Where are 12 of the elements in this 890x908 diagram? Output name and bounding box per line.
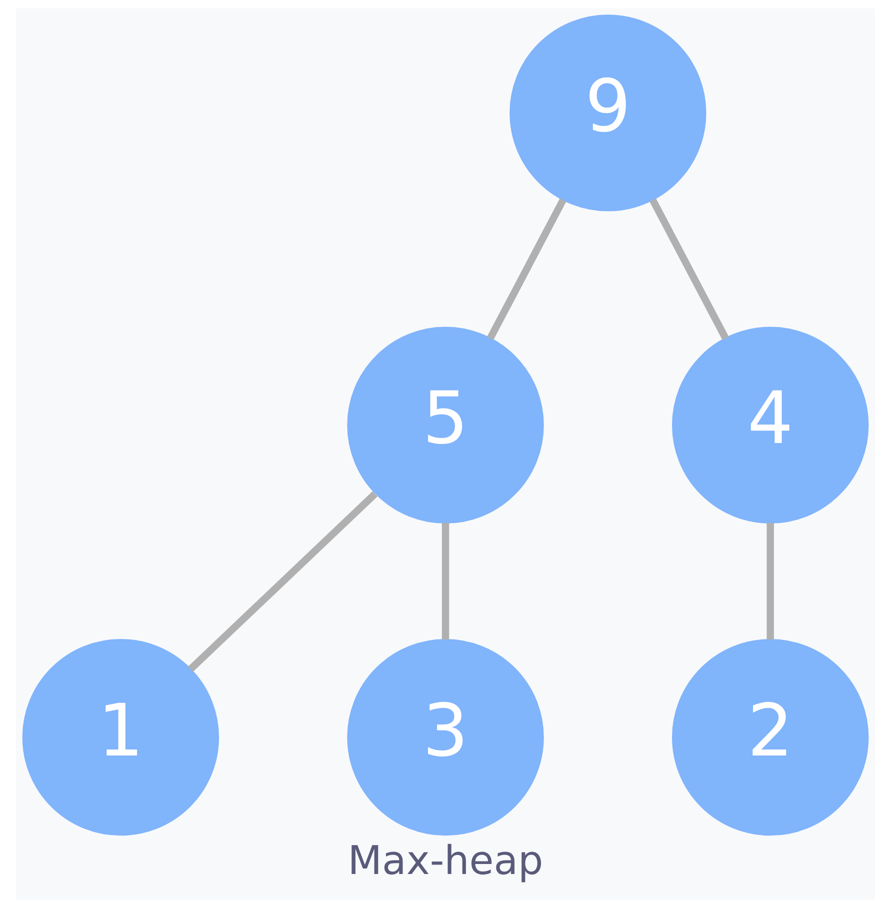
connector	[441, 522, 449, 640]
node-circle: 2	[671, 638, 868, 836]
node-circle: 5	[346, 326, 544, 524]
connector	[187, 491, 377, 672]
caption: Max-heap	[347, 838, 543, 884]
connector	[486, 198, 566, 340]
node-circle: 4	[671, 326, 868, 524]
node-circle: 3	[346, 638, 544, 836]
connector	[649, 198, 728, 340]
connector	[766, 522, 774, 640]
node-circle: 9	[509, 14, 706, 212]
node-circle: 1	[22, 638, 219, 836]
